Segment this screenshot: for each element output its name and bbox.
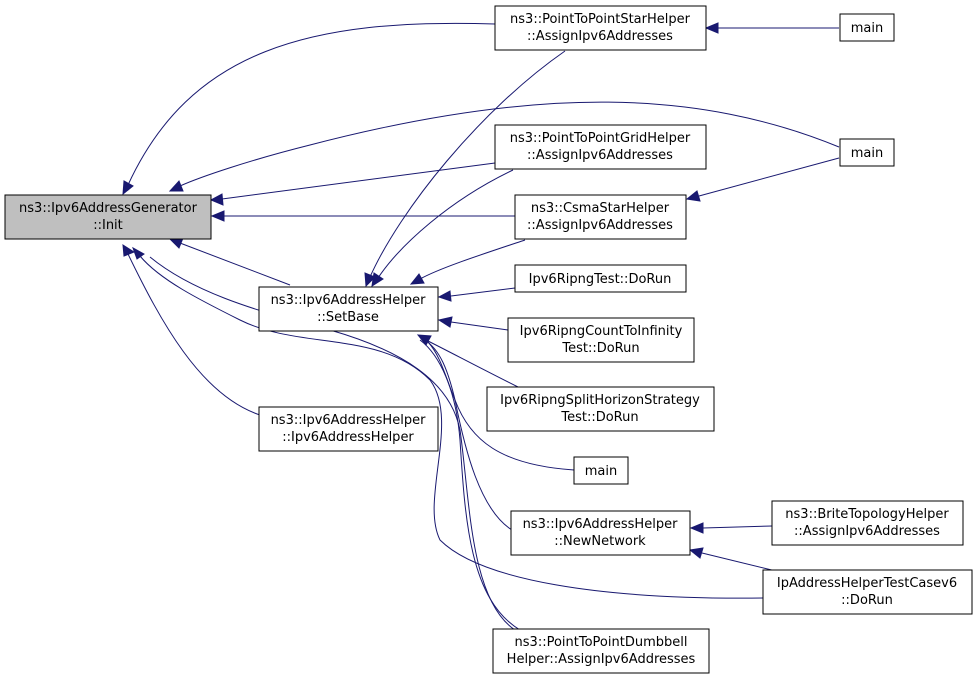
node-ipv6addresshelper-newnetwork[interactable]: ns3::Ipv6AddressHelper ::NewNetwork [510, 510, 691, 556]
arrowhead-p2pstar-init [122, 180, 134, 196]
edge-ipv6helper-init [127, 253, 261, 416]
node-ipv6ripngsplithorizonstrategytest-dorun[interactable]: Ipv6RipngSplitHorizonStrategy Test::DoRu… [486, 386, 715, 432]
node-ipv6addresshelper-setbase[interactable]: ns3::Ipv6AddressHelper ::SetBase [258, 286, 439, 332]
edge-ripngcount-setbase [450, 321, 509, 331]
edge-setbase-init [179, 242, 291, 286]
node-ipv6addresshelper-ctor[interactable]: ns3::Ipv6AddressHelper ::Ipv6AddressHelp… [258, 406, 439, 452]
node-label-line: ns3::PointToPointGridHelper [510, 131, 691, 146]
arrowhead-ripngtest-setbase [437, 290, 452, 302]
edge-newnetwork-setbase [424, 339, 513, 531]
arrowhead-main2-init [168, 180, 184, 192]
node-label-line: ns3::BriteTopologyHelper [785, 507, 949, 522]
edge-main3-setbase [427, 341, 575, 471]
edge-ripngsplit-setbase [427, 340, 521, 389]
nodes: ns3::Ipv6AddressGenerator ::Init ns3::Po… [4, 5, 973, 674]
node-label-line: ::SetBase [317, 310, 379, 325]
edge-csmastar-setbase [419, 239, 526, 280]
arrowhead-brite-newnetwork [689, 522, 704, 534]
node-label-line: ns3::Ipv6AddressHelper [271, 293, 427, 308]
node-csmastarhelper-assignipv6addresses[interactable]: ns3::CsmaStarHelper ::AssignIpv6Addresse… [514, 194, 687, 240]
node-main-middle[interactable]: main [839, 138, 895, 167]
node-britetopologyhelper-assignipv6addresses[interactable]: ns3::BriteTopologyHelper ::AssignIpv6Add… [771, 500, 964, 546]
arrowhead-ipv6helper-init [122, 244, 136, 257]
edge-p2pgrid-setbase [377, 169, 514, 279]
edge-ripngtest-setbase [450, 287, 516, 297]
node-ipv6ripngtest-dorun[interactable]: Ipv6RipngTest::DoRun [514, 264, 687, 293]
edge-main2-init [179, 101, 840, 187]
node-label-line: Ipv6RipngTest::DoRun [529, 272, 672, 287]
edge-p2pstar-setbase [369, 50, 566, 278]
node-label-line: IpAddressHelperTestCasev6 [777, 576, 957, 591]
arrowhead-main1-p2pstar [704, 22, 719, 34]
node-label-line: ns3::Ipv6AddressHelper [271, 413, 427, 428]
node-label-line: ::AssignIpv6Addresses [527, 148, 673, 163]
node-pointtopointstarhelper-assignipv6addresses[interactable]: ns3::PointToPointStarHelper ::AssignIpv6… [494, 5, 707, 51]
node-label-line: Ipv6RipngSplitHorizonStrategy [500, 393, 700, 408]
node-label-line: Helper::AssignIpv6Addresses [507, 652, 696, 667]
node-pointtopointdumbbellhelper-assignipv6addresses[interactable]: ns3::PointToPointDumbbell Helper::Assign… [492, 628, 710, 674]
node-label-line: Ipv6RipngCountToInfinity [520, 324, 683, 339]
node-label-line: Test::DoRun [561, 341, 639, 356]
node-label-line: ::Init [93, 218, 123, 233]
node-label-line: ::DoRun [841, 593, 893, 608]
node-label-line: ::AssignIpv6Addresses [527, 29, 673, 44]
node-label-line: main [585, 464, 617, 479]
node-label-line: ::Ipv6AddressHelper [282, 430, 414, 445]
node-main-top[interactable]: main [839, 13, 895, 42]
arrowhead-ripngcount-setbase [437, 316, 453, 328]
arrowhead-p2pstar-setbase [364, 272, 376, 288]
arrowhead-csmastar-init [210, 210, 225, 222]
arrowhead-iptestcase-newnetwork [688, 547, 704, 559]
node-label-line: ::NewNetwork [554, 534, 646, 549]
edge-p2pstar-init [127, 22, 496, 186]
node-label-line: ::AssignIpv6Addresses [527, 218, 673, 233]
node-label-line: ns3::Ipv6AddressGenerator [19, 201, 198, 216]
edge-main2-csmastar [698, 157, 840, 197]
node-label-line: ns3::PointToPointStarHelper [510, 12, 691, 27]
edge-brite-newnetwork [702, 525, 773, 529]
edge-dumbbell-init [149, 256, 516, 631]
arrowhead-p2pgrid-init [209, 193, 224, 206]
node-ipaddresshelpertestcasev6-dorun[interactable]: IpAddressHelperTestCasev6 ::DoRun [762, 569, 973, 615]
node-label-line: ns3::CsmaStarHelper [531, 201, 670, 216]
edge-iptestcase-newnetwork [701, 552, 781, 573]
edge-dumbbell-setbase [419, 339, 521, 631]
node-label-line: Test::DoRun [560, 410, 638, 425]
node-label-line: main [851, 21, 883, 36]
edges [122, 22, 840, 631]
node-label-line: ns3::PointToPointDumbbell [515, 635, 688, 650]
node-ipv6ripngcounttoinfinitytest-dorun[interactable]: Ipv6RipngCountToInfinity Test::DoRun [507, 317, 695, 363]
edge-p2pgrid-init [221, 162, 496, 200]
node-label-line: ::AssignIpv6Addresses [794, 524, 940, 539]
arrowhead-main2-csmastar [685, 190, 701, 202]
node-label-line: ns3::Ipv6AddressHelper [523, 517, 679, 532]
edge-iptestcase-init [139, 255, 764, 599]
arrowhead-csmastar-setbase [409, 273, 425, 285]
arrowhead-p2pgrid-setbase [371, 272, 384, 288]
arrowhead-ripngsplit-setbase [416, 334, 432, 346]
arrowhead-iptestcase-init [132, 246, 145, 260]
node-label-line: main [851, 146, 883, 161]
node-pointtopointgridhelper-assignipv6addresses[interactable]: ns3::PointToPointGridHelper ::AssignIpv6… [494, 124, 707, 170]
node-main-bottom[interactable]: main [573, 456, 629, 485]
node-ipv6addressgenerator-init[interactable]: ns3::Ipv6AddressGenerator ::Init [4, 194, 212, 240]
